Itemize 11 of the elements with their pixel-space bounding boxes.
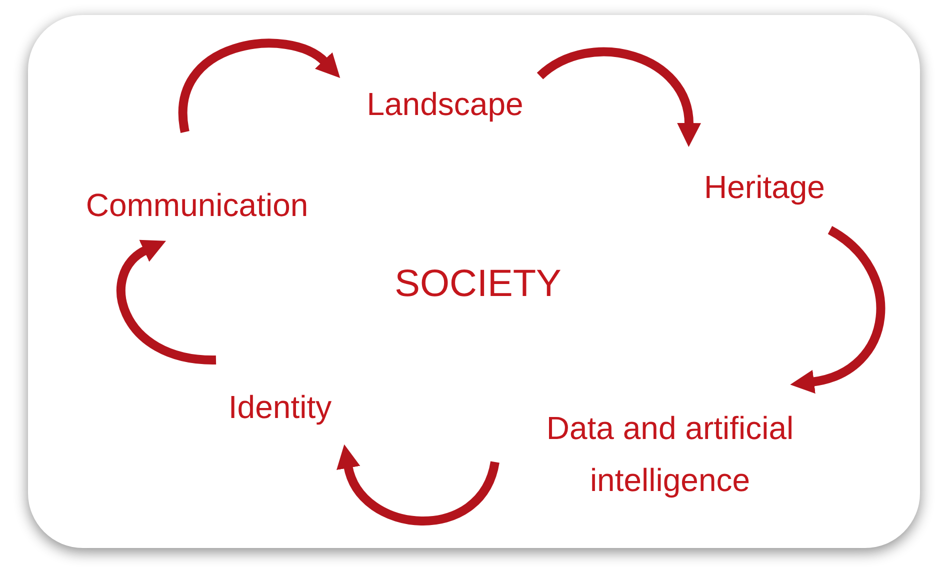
curved-arrow xyxy=(337,445,500,526)
center-label: SOCIETY xyxy=(388,256,568,313)
topic-label: Landscape xyxy=(345,80,545,128)
topic-label: Heritage xyxy=(682,163,847,211)
topic-label: Identity xyxy=(205,383,355,431)
curved-arrow xyxy=(178,38,342,132)
curved-arrow xyxy=(537,47,701,147)
topic-label: Communication xyxy=(62,181,332,229)
topic-label: Data and artificial intelligence xyxy=(490,402,850,506)
curved-arrow xyxy=(790,226,885,394)
curved-arrow xyxy=(116,238,216,364)
